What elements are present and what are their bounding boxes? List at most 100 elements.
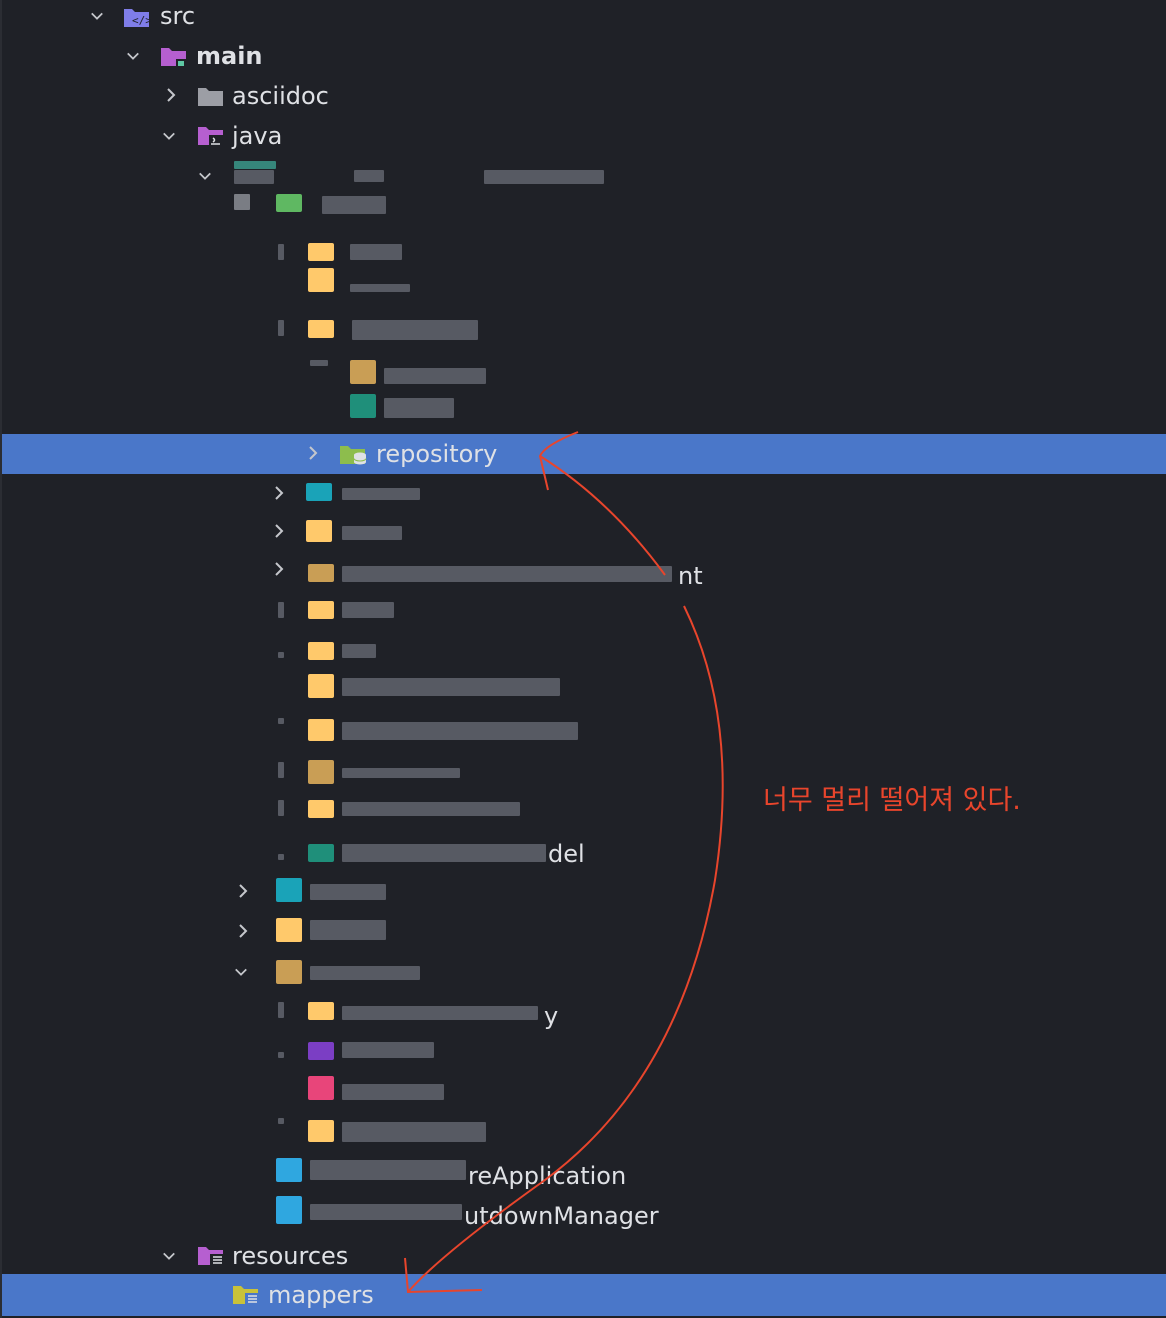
folder-icon — [308, 564, 334, 582]
redacted-text — [234, 170, 274, 184]
resources-folder-icon — [197, 1244, 224, 1266]
tree-label-partial: utdownManager — [464, 1202, 659, 1230]
redacted-text — [342, 602, 394, 618]
folder-icon — [276, 960, 302, 984]
tree-row-folder[interactable] — [2, 912, 1166, 952]
redacted-text — [342, 488, 420, 500]
tree-label-partial: del — [548, 840, 585, 868]
tree-row-main[interactable]: main — [2, 36, 1166, 76]
redacted-text — [354, 170, 384, 182]
chevron-down-icon[interactable] — [162, 1249, 176, 1263]
redacted-text — [342, 802, 520, 816]
redacted-text — [352, 320, 478, 340]
redacted-text — [310, 360, 328, 366]
tree-row-folder[interactable] — [2, 752, 1166, 792]
redacted-text — [342, 1042, 434, 1058]
tree-row-folder[interactable] — [2, 630, 1166, 670]
redacted-text — [342, 526, 402, 540]
chevron-right-icon[interactable] — [306, 446, 320, 460]
tree-row-folder[interactable] — [2, 872, 1166, 912]
tree-row-folder[interactable] — [2, 590, 1166, 630]
folder-icon — [308, 800, 334, 818]
chevron-right-icon[interactable] — [164, 88, 178, 102]
tree-row-java[interactable]: java — [2, 116, 1166, 156]
tree-row-folder[interactable]: del — [2, 834, 1166, 874]
tree-row-folder[interactable] — [2, 266, 1166, 306]
redacted-text — [234, 194, 250, 210]
chevron-down-icon[interactable] — [90, 9, 104, 23]
tree-row-folder[interactable] — [2, 1112, 1166, 1152]
tree-row-asciidoc[interactable]: asciidoc — [2, 76, 1166, 116]
svg-text:</>: </> — [132, 14, 151, 27]
chevron-right-icon[interactable] — [236, 924, 250, 938]
tree-row-package[interactable] — [2, 156, 1166, 196]
tree-label-repository: repository — [376, 440, 498, 468]
chevron-down-icon[interactable] — [162, 129, 176, 143]
tree-row-resources[interactable]: resources — [2, 1236, 1166, 1276]
redacted-text — [278, 1002, 284, 1018]
redacted-text — [322, 196, 386, 214]
tree-row-folder[interactable]: y — [2, 996, 1166, 1036]
tree-label-partial: reApplication — [468, 1162, 627, 1190]
tree-row-mappers[interactable]: mappers — [2, 1274, 1166, 1316]
panel-edge — [0, 0, 2, 1318]
module-folder-icon — [160, 45, 186, 68]
tree-row-folder[interactable] — [2, 710, 1166, 750]
tree-row-folder[interactable] — [2, 952, 1166, 992]
tree-row-folder[interactable] — [2, 310, 1166, 350]
redacted-text — [342, 644, 376, 658]
java-folder-icon — [197, 124, 223, 148]
tree-label-resources: resources — [232, 1242, 349, 1270]
folder-icon — [308, 1120, 334, 1142]
chevron-right-icon[interactable] — [272, 562, 286, 576]
tree-label-mappers: mappers — [268, 1281, 374, 1309]
chevron-right-icon[interactable] — [272, 524, 286, 538]
tree-row-class[interactable]: reApplication — [2, 1156, 1166, 1196]
tree-label-main: main — [196, 42, 263, 70]
tree-row-folder[interactable] — [2, 352, 1166, 392]
source-folder-icon: </> — [123, 6, 152, 27]
tree-row-folder[interactable] — [2, 388, 1166, 428]
annotation-note: 너무 멀리 떨어져 있다. — [763, 785, 1021, 816]
tree-label-partial: y — [544, 1002, 559, 1030]
tree-row-class[interactable]: utdownManager — [2, 1196, 1166, 1236]
folder-icon — [308, 320, 334, 338]
redacted-text — [278, 244, 284, 260]
chevron-right-icon[interactable] — [272, 486, 286, 500]
folder-icon — [276, 878, 302, 902]
tree-label-src: src — [160, 2, 196, 30]
tree-row-folder[interactable] — [2, 668, 1166, 708]
tree-row-folder[interactable] — [2, 1072, 1166, 1112]
tree-row-folder[interactable] — [2, 232, 1166, 272]
chevron-right-icon[interactable] — [236, 884, 250, 898]
redacted-text — [310, 1160, 466, 1180]
redacted-text — [384, 368, 486, 384]
redacted-text — [278, 854, 284, 860]
tree-row-repository[interactable]: repository — [2, 434, 1166, 474]
tree-row-package[interactable] — [2, 184, 1166, 224]
tree-row-folder[interactable] — [2, 512, 1166, 552]
chevron-down-icon[interactable] — [198, 169, 212, 183]
folder-icon — [308, 844, 334, 862]
redacted-text — [278, 718, 284, 724]
redacted-text — [310, 884, 386, 900]
tree-row-src[interactable]: </> src — [2, 0, 1166, 36]
tree-row-folder[interactable] — [2, 474, 1166, 514]
redacted-text — [350, 284, 410, 292]
chevron-down-icon[interactable] — [234, 965, 248, 979]
redacted-text — [350, 244, 402, 260]
folder-icon — [197, 85, 223, 106]
redacted-text — [278, 320, 284, 336]
folder-icon — [276, 194, 302, 212]
folder-icon — [308, 601, 334, 619]
tree-row-folder[interactable] — [2, 1032, 1166, 1072]
tree-label-asciidoc: asciidoc — [232, 82, 329, 110]
folder-icon — [306, 520, 332, 542]
redacted-text — [310, 920, 386, 940]
redacted-text — [310, 1204, 462, 1220]
redacted-text — [384, 398, 454, 418]
chevron-down-icon[interactable] — [126, 49, 140, 63]
folder-icon — [308, 1076, 334, 1100]
folder-icon — [308, 268, 334, 292]
